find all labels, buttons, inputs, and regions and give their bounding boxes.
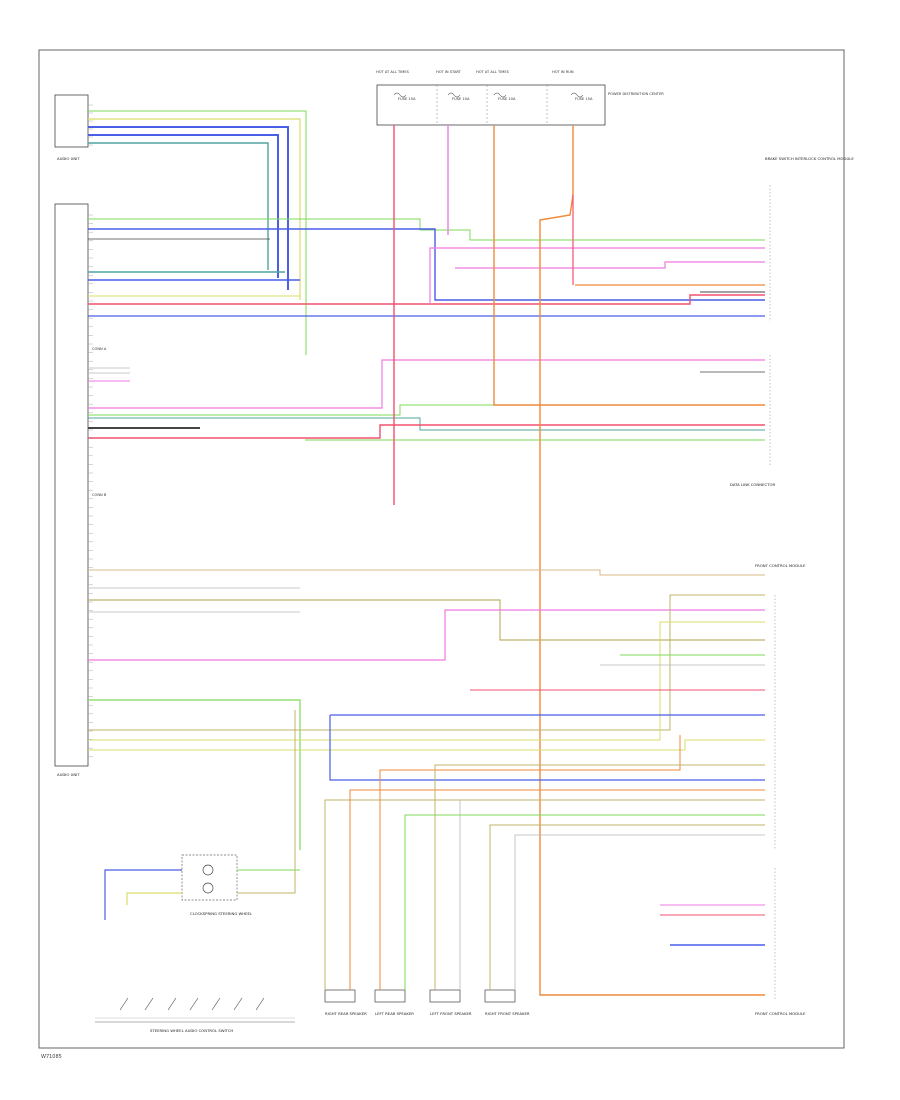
- wire-38: [88, 699, 301, 850]
- wire-2: [88, 118, 301, 300]
- fuse-4-title: HOT IN RUN: [552, 70, 574, 74]
- fuse-box-caption: POWER DISTRIBUTION CENTER: [608, 92, 664, 96]
- pin-layer: [88, 104, 93, 757]
- speaker-rr-caption: RIGHT REAR SPEAKER: [325, 1011, 367, 1016]
- wire-5: [88, 142, 269, 270]
- speaker-rf-caption: RIGHT FRONT SPEAKER: [485, 1011, 530, 1016]
- front-ctrl-lower-caption: FRONT CONTROL MODULE: [755, 1011, 806, 1016]
- front-control-module: FRONT CONTROL MODULE: [755, 563, 806, 850]
- speaker-lf-caption: LEFT FRONT SPEAKER: [430, 1011, 472, 1016]
- wire-47: [324, 799, 765, 990]
- wire-24: [88, 424, 765, 439]
- wire-37: [88, 609, 765, 661]
- steering-wheel-switch: STEERING WHEEL AUDIO CONTROL SWITCH: [95, 997, 295, 1033]
- wire-33: [88, 569, 765, 576]
- clockspring: CLOCKSPRING STEERING WHEEL: [181, 854, 253, 916]
- wire-25: [88, 404, 765, 416]
- wire-6: [88, 218, 765, 241]
- wire-7: [88, 228, 765, 301]
- speaker-lr-caption: LEFT REAR SPEAKER: [375, 1011, 414, 1016]
- wire-1: [88, 110, 307, 355]
- diagram-frame: [38, 49, 845, 1049]
- wire-4: [88, 134, 279, 278]
- wire-22: [88, 417, 765, 431]
- wire-3: [88, 126, 289, 290]
- wire-layer: [88, 110, 765, 996]
- wire-39: [88, 594, 765, 731]
- front-control-caption: FRONT CONTROL MODULE: [755, 563, 806, 568]
- wire-30: [539, 125, 765, 996]
- wire-54: [514, 834, 765, 990]
- wire-51: [434, 764, 765, 990]
- wire-48: [349, 789, 765, 990]
- wire-40: [88, 621, 765, 741]
- fuse-3-label: FUSE 10A: [498, 97, 516, 101]
- wire-42: [329, 715, 765, 781]
- wire-41: [88, 739, 765, 751]
- data-link-caption: DATA LINK CONNECTOR: [730, 482, 775, 487]
- fuse-3-title: HOT AT ALL TIMES: [476, 70, 510, 74]
- wire-21: [88, 359, 765, 409]
- wire-12: [88, 294, 765, 305]
- audio-unit-bottom-caption: AUDIO UNIT: [57, 772, 80, 777]
- steering-switch-caption: STEERING WHEEL AUDIO CONTROL SWITCH: [150, 1028, 233, 1033]
- wire-55: [104, 869, 182, 920]
- wire-49: [379, 735, 681, 990]
- clockspring-caption: CLOCKSPRING STEERING WHEEL: [190, 911, 253, 916]
- wire-14: [429, 247, 765, 304]
- fuse-1-label: FUSE 15A: [398, 97, 416, 101]
- wire-50: [404, 814, 765, 990]
- data-link-connector: DATA LINK CONNECTOR: [730, 355, 775, 487]
- fuse-1-title: HOT AT ALL TIMES: [376, 70, 410, 74]
- fuse-box: HOT AT ALL TIMES HOT IN START HOT AT ALL…: [376, 70, 664, 126]
- wire-58: [237, 710, 296, 894]
- wire-53: [489, 824, 765, 990]
- audio-unit-main: AUDIO UNIT CONN A CONN B: [54, 203, 107, 777]
- speaker-left-rear: LEFT REAR SPEAKER: [374, 989, 414, 1016]
- wire-29: [493, 125, 765, 406]
- wire-15: [455, 261, 765, 269]
- fuse-4-label: FUSE 15A: [575, 97, 593, 101]
- audio-unit-top-caption: AUDIO UNIT: [57, 156, 80, 161]
- speaker-left-front: LEFT FRONT SPEAKER: [429, 989, 472, 1016]
- wire-35: [88, 599, 765, 641]
- wire-56: [126, 892, 182, 905]
- audio-unit-top: AUDIO UNIT: [54, 94, 89, 161]
- fuse-2-label: FUSE 10A: [452, 97, 470, 101]
- brake-switch-module: BRAKE SWITCH INTERLOCK CONTROL MODULE: [765, 156, 854, 322]
- speaker-right-front: RIGHT FRONT SPEAKER: [484, 989, 530, 1016]
- front-control-module-lower: FRONT CONTROL MODULE: [755, 868, 806, 1016]
- connector-a-label: CONN A: [92, 347, 107, 351]
- brake-switch-caption: BRAKE SWITCH INTERLOCK CONTROL MODULE: [765, 156, 854, 161]
- footer-code: W71085: [41, 1054, 62, 1060]
- speaker-right-rear: RIGHT REAR SPEAKER: [324, 989, 367, 1016]
- connector-b-label: CONN B: [92, 493, 107, 497]
- fuse-2-title: HOT IN START: [436, 70, 462, 74]
